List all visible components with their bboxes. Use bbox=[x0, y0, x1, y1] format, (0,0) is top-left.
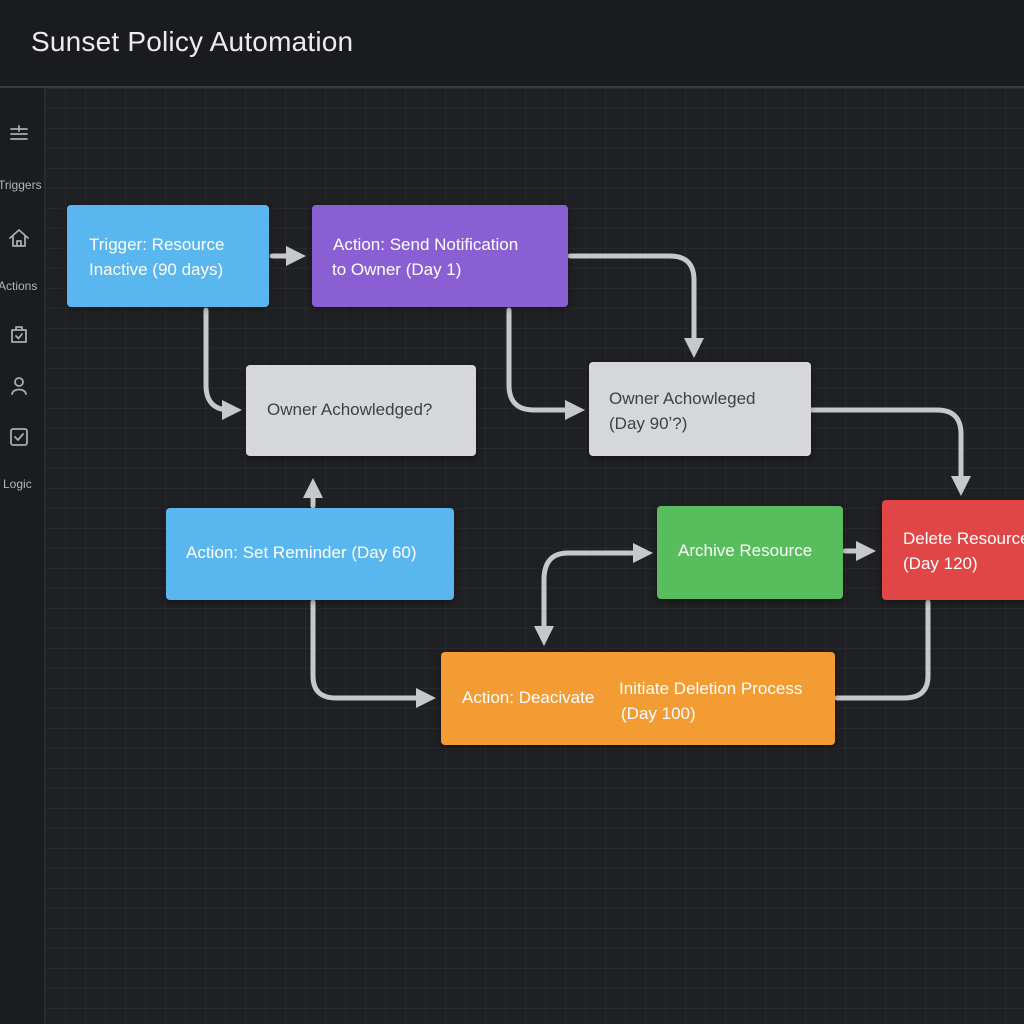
app-title: Sunset Policy Automation bbox=[31, 26, 354, 57]
connector-deactivate-archive bbox=[534, 543, 653, 646]
connector-trigger-to-ack1 bbox=[203, 307, 242, 420]
sidebar bbox=[0, 88, 45, 1024]
sidebar-item-actions[interactable]: Actions bbox=[0, 279, 38, 293]
node-trigger-resource-inactive[interactable]: Trigger: Resource Inactive (90 days) bbox=[67, 205, 269, 307]
checkbox-icon[interactable] bbox=[7, 425, 31, 449]
connector-notify-to-ack2-side bbox=[506, 307, 585, 420]
node-delete-line2: (Day 120) bbox=[903, 554, 978, 573]
connector-delete-to-deactivate bbox=[834, 599, 931, 701]
node-notify-line2: to Owner (Day 1) bbox=[332, 260, 462, 279]
node-ack2-line1: Owner Achowleged bbox=[609, 389, 756, 408]
home-icon[interactable] bbox=[7, 226, 31, 250]
node-deactivate-initiate-deletion[interactable]: Action: Deacivate Initiate Deletion Proc… bbox=[441, 652, 835, 745]
node-owner-acknowledged[interactable]: Owner Achowledged? bbox=[246, 365, 476, 456]
sidebar-item-logic[interactable]: Logic bbox=[3, 477, 32, 491]
node-owner-acknowledged-day90[interactable]: Owner Achowleged (Day 90ʼ?) bbox=[589, 362, 811, 456]
connector-ack2-to-delete bbox=[808, 407, 971, 496]
node-delete-line1: Delete Resource bbox=[903, 529, 1024, 548]
node-deactivate-label: Action: Deacivate bbox=[462, 688, 595, 707]
node-notify-line1: Action: Send Notification bbox=[333, 235, 519, 254]
connector-remind-to-deactivate bbox=[310, 599, 436, 708]
connector-notify-to-ack2 bbox=[567, 253, 704, 358]
node-delete-resource[interactable]: Delete Resource (Day 120) bbox=[882, 500, 1024, 600]
list-icon[interactable] bbox=[7, 122, 31, 146]
node-deactivate-line1: Initiate Deletion Process bbox=[619, 679, 803, 698]
node-trigger-line1: Trigger: Resource bbox=[89, 235, 225, 254]
node-send-notification[interactable]: Action: Send Notification to Owner (Day … bbox=[312, 205, 568, 307]
node-trigger-line2: Inactive (90 days) bbox=[89, 260, 224, 279]
sidebar-item-triggers[interactable]: Triggers bbox=[0, 178, 42, 192]
node-remind-label: Action: Set Reminder (Day 60) bbox=[186, 543, 417, 562]
user-icon[interactable] bbox=[7, 374, 31, 398]
node-ack2-line2: (Day 90ʼ?) bbox=[609, 414, 688, 433]
title-bar: Sunset Policy Automation bbox=[0, 0, 1024, 88]
node-set-reminder[interactable]: Action: Set Reminder (Day 60) bbox=[166, 508, 454, 600]
node-archive-resource[interactable]: Archive Resource bbox=[657, 506, 843, 599]
node-archive-label: Archive Resource bbox=[678, 541, 813, 560]
node-ack1-label: Owner Achowledged? bbox=[267, 400, 433, 419]
timer-icon[interactable] bbox=[7, 323, 31, 347]
node-deactivate-line2: (Day 100) bbox=[621, 704, 696, 723]
